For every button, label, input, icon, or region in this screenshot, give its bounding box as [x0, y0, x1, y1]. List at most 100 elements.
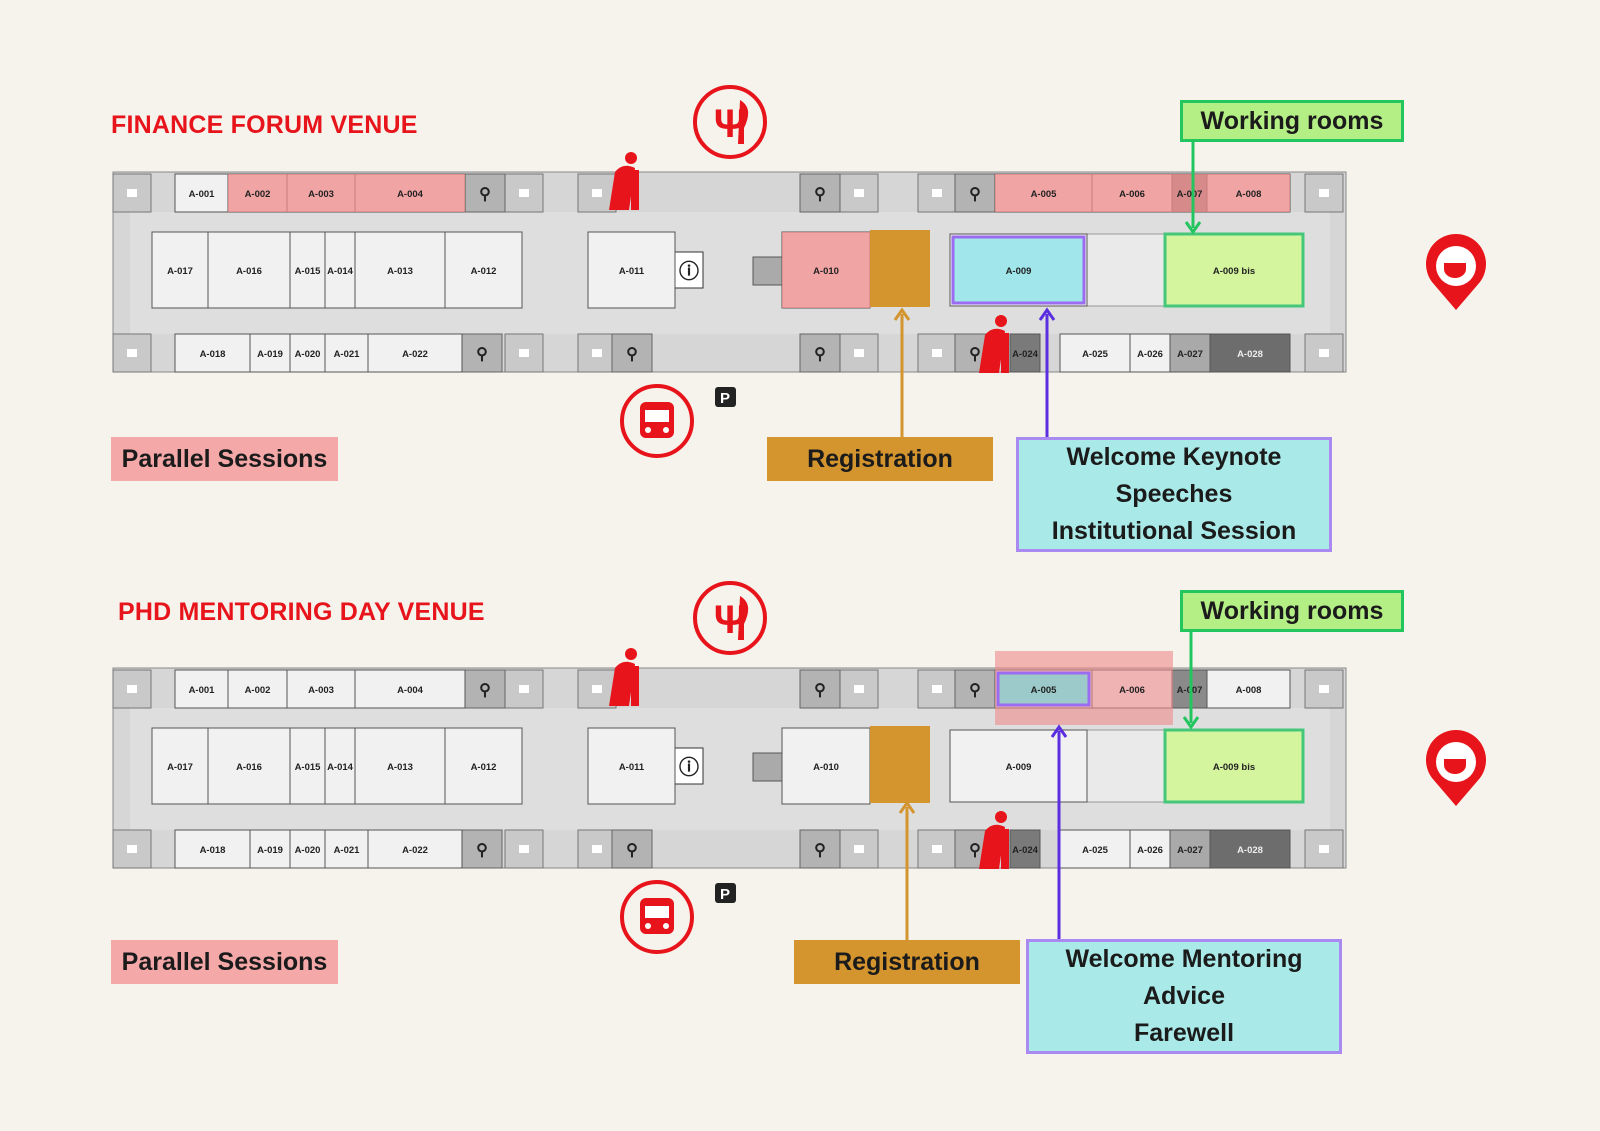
room	[289, 231, 326, 309]
arrow-head	[898, 800, 916, 814]
restaurant-icon	[693, 85, 767, 159]
water-fountain-icon	[979, 328, 1005, 373]
restroom-icon: ⚲	[626, 842, 638, 859]
arrow-head	[1050, 724, 1068, 738]
foyer	[1086, 233, 1166, 307]
stairwell	[932, 189, 942, 197]
room-label: A-010	[813, 266, 839, 277]
water-fountain-icon	[995, 811, 1007, 823]
water-fountain-icon	[625, 152, 637, 164]
room-label: A-026	[1137, 845, 1163, 856]
room-label: A-019	[257, 349, 283, 360]
arrow-head	[1184, 221, 1202, 235]
room-label: A-028	[1237, 349, 1263, 360]
room-label: A-006	[1119, 189, 1145, 200]
room-label: A-018	[200, 845, 226, 856]
callout-arrow	[898, 800, 916, 940]
restroom-icon: ⚲	[969, 346, 981, 363]
room-label: A-004	[397, 189, 424, 200]
room	[1206, 669, 1291, 709]
arrow-head	[893, 307, 911, 321]
room-label: A-025	[1082, 349, 1109, 360]
bus-window	[645, 906, 669, 918]
welcome-line: Speeches	[1115, 480, 1233, 508]
room	[249, 829, 291, 869]
room-label: A-025	[1082, 845, 1109, 856]
stairwell	[1319, 845, 1329, 853]
stairwell	[519, 845, 529, 853]
room	[1169, 829, 1211, 869]
stairwell	[592, 189, 602, 197]
room-label: A-022	[402, 349, 428, 360]
room	[444, 231, 523, 309]
water-fountain-icon	[979, 824, 1005, 869]
room	[324, 727, 356, 805]
parallel-sessions-highlight	[355, 174, 465, 212]
room	[227, 669, 288, 709]
room-label: A-009	[1006, 762, 1032, 773]
restaurant-icon: Ψ	[693, 581, 767, 655]
restroom-icon: ⚲	[479, 186, 491, 203]
callout-arrow	[1038, 307, 1056, 437]
welcome-line: Advice	[1143, 982, 1225, 1010]
welcome-room-highlight	[996, 671, 1091, 707]
room	[1009, 829, 1041, 869]
room	[1209, 829, 1291, 869]
bus-light	[645, 923, 651, 929]
room	[1059, 333, 1131, 373]
room-label: A-019	[257, 845, 283, 856]
info-point	[674, 251, 704, 289]
callout-arrow	[1184, 142, 1202, 235]
info-icon: ⓘ	[679, 260, 699, 283]
room	[207, 231, 291, 309]
room-label: A-018	[200, 349, 226, 360]
bus-window	[645, 410, 669, 422]
foyer	[1086, 729, 1166, 803]
restroom-icon: ⚲	[476, 842, 488, 859]
room	[289, 727, 326, 805]
room-label: A-001	[189, 685, 216, 696]
restroom	[799, 829, 841, 869]
stairwell	[1319, 349, 1329, 357]
room-label: A-007	[1177, 189, 1203, 200]
room	[1009, 333, 1041, 373]
coffee-cup-icon	[1444, 263, 1466, 278]
bus-light	[645, 427, 651, 433]
room-label: A-016	[236, 266, 262, 277]
room-label: A-005	[1031, 685, 1058, 696]
restroom-icon: ⚲	[476, 346, 488, 363]
restroom-icon: ⚲	[969, 682, 981, 699]
stairwell	[519, 189, 529, 197]
restroom-icon: ⚲	[479, 682, 491, 699]
stairwell	[854, 349, 864, 357]
room	[587, 727, 676, 805]
room	[1129, 829, 1171, 869]
elevator	[752, 752, 783, 782]
room-label: A-013	[387, 762, 413, 773]
restroom	[464, 669, 506, 709]
room-label: A-014	[327, 266, 354, 277]
room-label: A-008	[1236, 189, 1262, 200]
knife-icon	[738, 100, 749, 144]
water-fountain-icon	[1001, 829, 1009, 869]
restroom-icon: ⚲	[626, 346, 638, 363]
room	[354, 669, 466, 709]
room-label: A-027	[1177, 349, 1203, 360]
welcome-line: Farewell	[1133, 1019, 1235, 1047]
room-label: A-003	[308, 685, 334, 696]
room	[324, 231, 356, 309]
room-label: A-002	[245, 685, 271, 696]
parallel-sessions-highlight	[287, 174, 355, 212]
parallel-sessions-highlight	[1172, 174, 1207, 212]
water-fountain-icon	[609, 152, 639, 210]
parking-label: P	[720, 390, 730, 407]
room-label: A-005	[1031, 189, 1058, 200]
water-fountain-icon	[979, 315, 1009, 373]
room	[354, 231, 446, 309]
room	[289, 829, 326, 869]
room	[324, 333, 369, 373]
water-fountain-icon	[631, 666, 639, 706]
